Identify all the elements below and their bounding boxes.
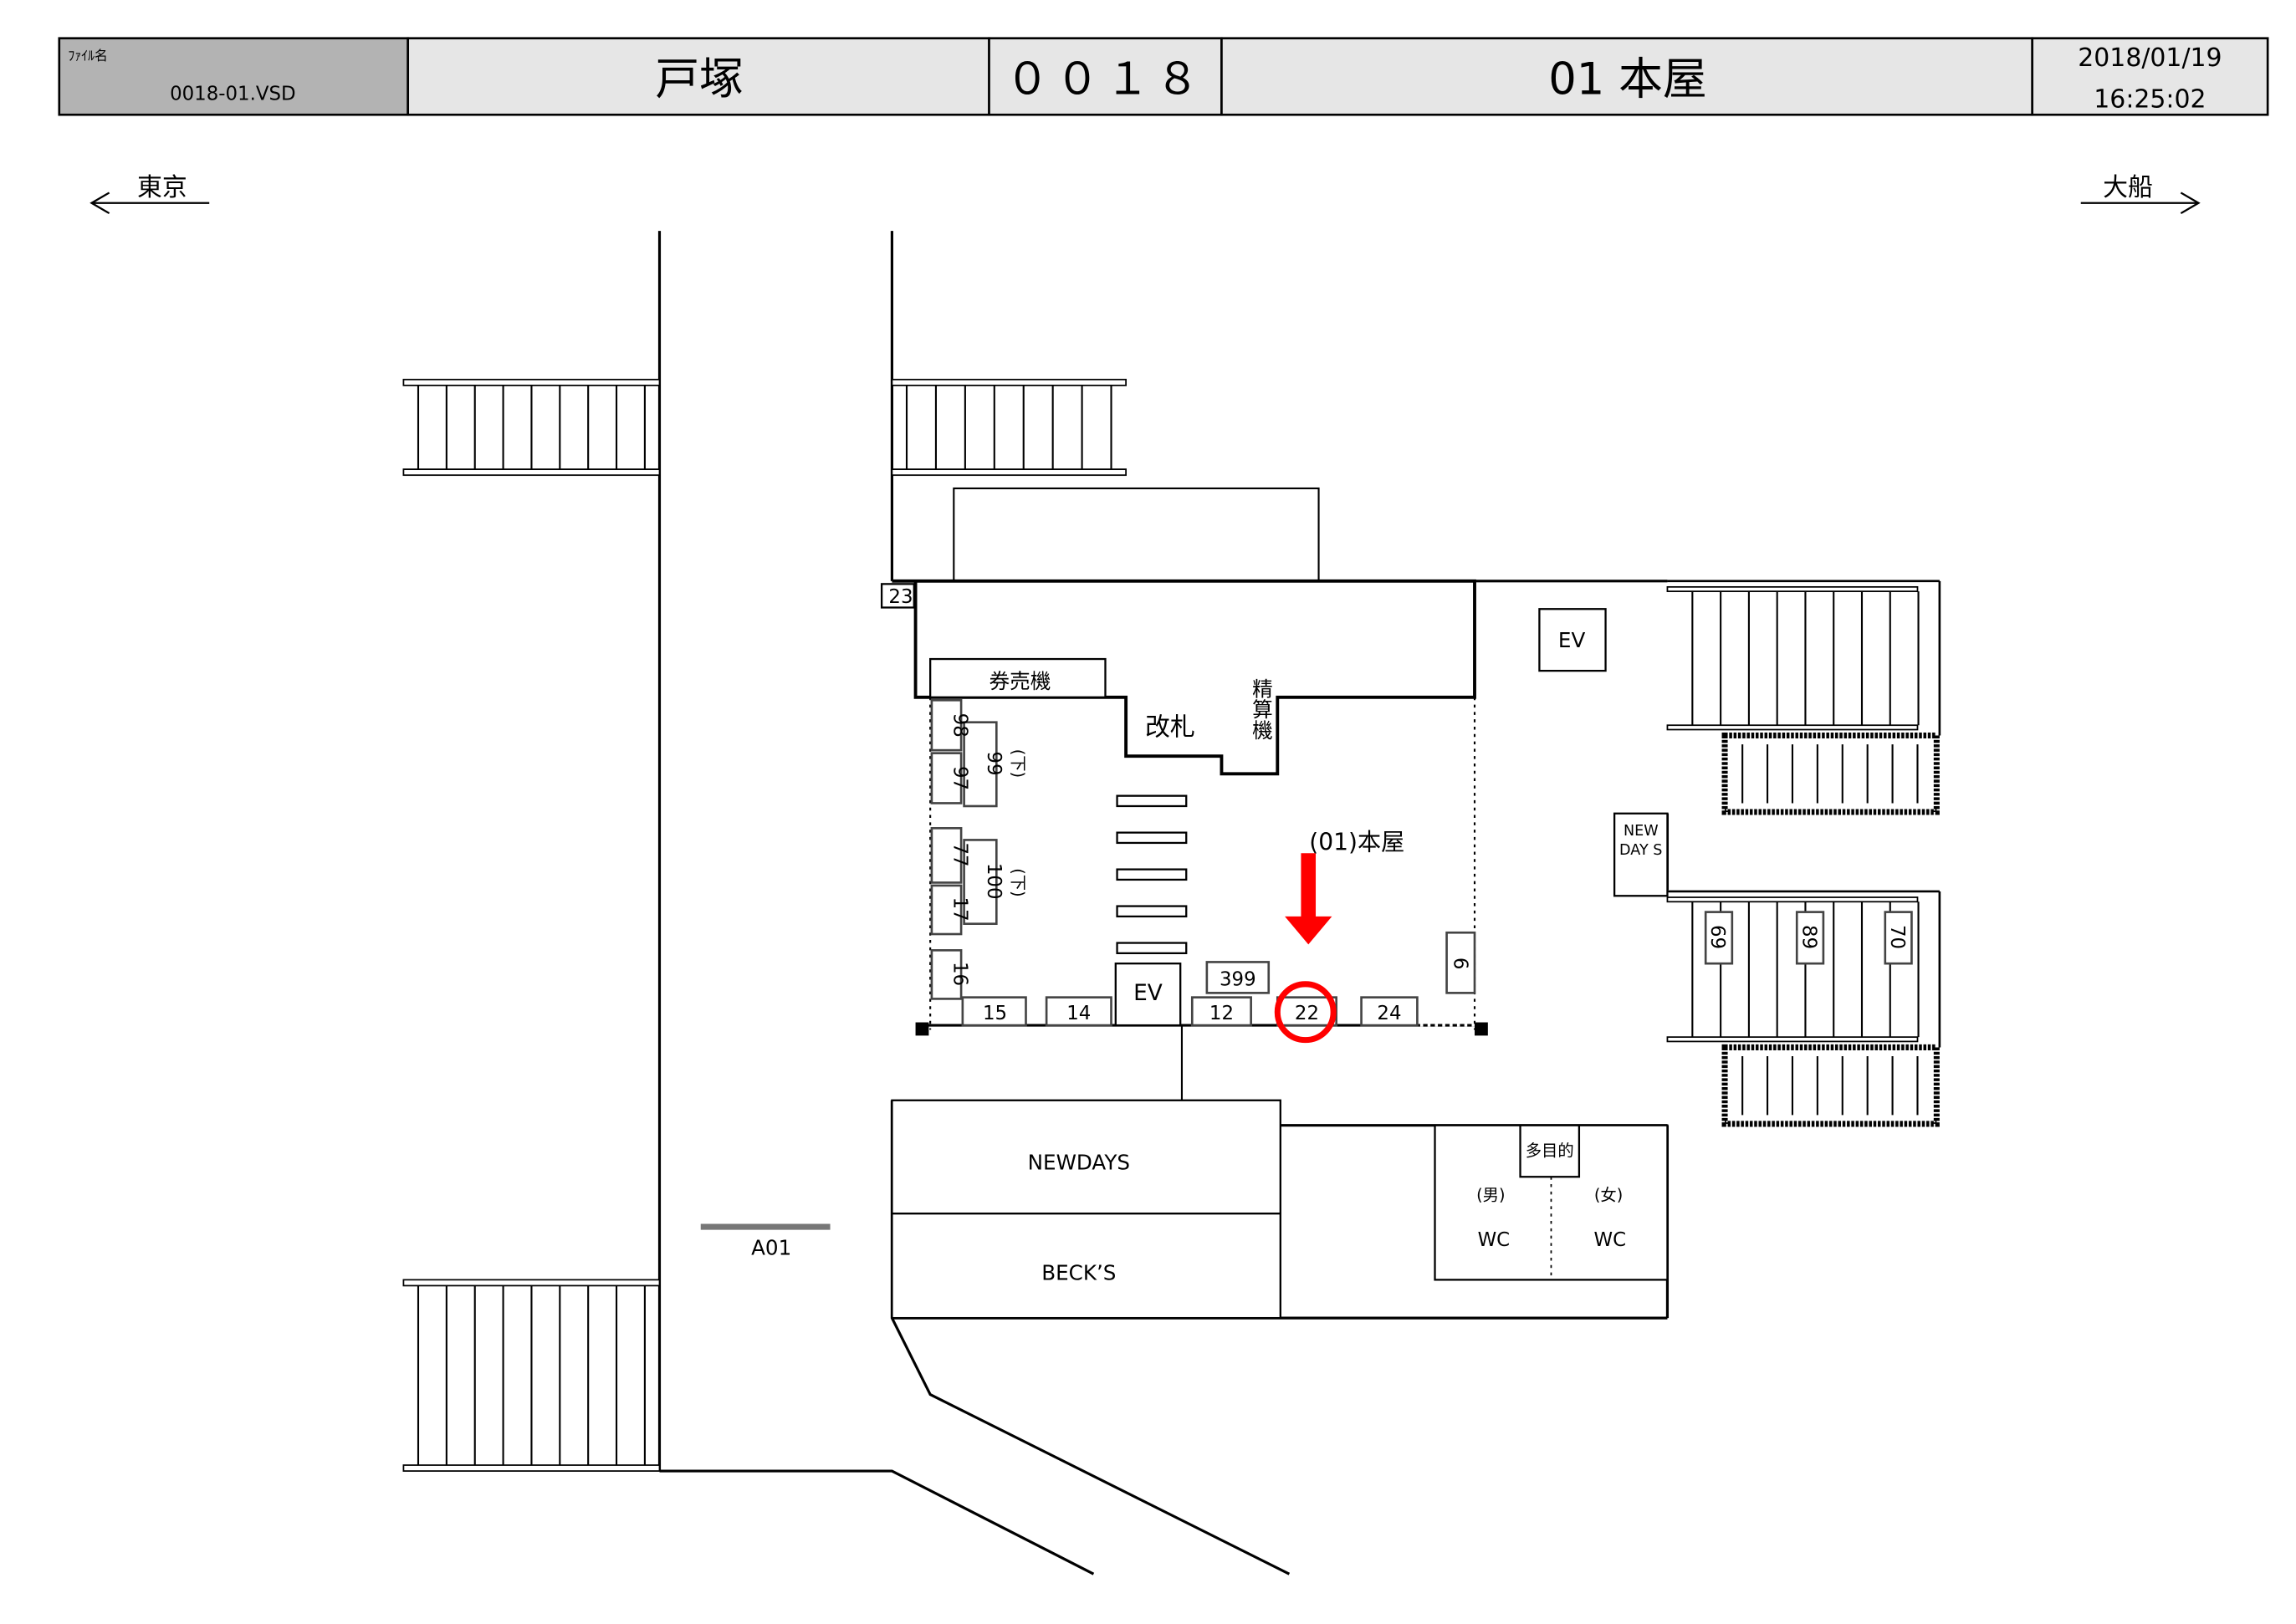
stairs-center-upper-rail <box>891 378 1127 386</box>
wc-women-label: WC <box>1594 1229 1627 1251</box>
code-12: 12 <box>1209 1003 1234 1024</box>
multipurpose-restroom <box>1519 1124 1581 1178</box>
multipurpose-label: 多目的 <box>1526 1141 1574 1161</box>
code-6: 6 <box>1449 958 1470 970</box>
ticket-machine-label: 券売機 <box>989 669 1051 693</box>
target-highlight-circle <box>1274 981 1337 1044</box>
code-15: 15 <box>983 1003 1007 1024</box>
floor-name-cell <box>1220 37 2034 116</box>
code-16: 16 <box>949 962 970 986</box>
women-label: (女) <box>1594 1185 1623 1204</box>
stairs-right-upper-rail <box>1666 724 1919 731</box>
code-399: 399 <box>1220 969 1256 991</box>
file-name: 0018-01.VSD <box>170 84 296 105</box>
gate-lanes <box>1116 794 1188 955</box>
stairs-left-upper-rail <box>402 378 661 386</box>
elevator-main <box>1114 963 1182 1027</box>
stairs-right-lower-rail <box>1666 896 1919 903</box>
code-100-note: (下) <box>1009 868 1028 896</box>
station-code-cell <box>988 37 1223 116</box>
target-arrow-icon <box>1285 853 1332 945</box>
file-label: ﾌｧｲﾙ名 <box>68 48 108 64</box>
men-label: (男) <box>1476 1185 1505 1204</box>
becks-shop <box>891 1213 1281 1320</box>
code-box-23 <box>880 583 915 609</box>
fare-adjust-label: 精算機 <box>1249 678 1273 740</box>
code-24: 24 <box>1377 1003 1401 1024</box>
ev-main-label: EV <box>1133 981 1163 1006</box>
gate-label: 改札 <box>1145 713 1195 743</box>
code-89: 89 <box>1797 925 1819 949</box>
code-22: 22 <box>1295 1003 1319 1024</box>
newdays-label: NEWDAYS <box>1028 1150 1130 1174</box>
staircases <box>402 378 1941 1472</box>
newdays-shop <box>891 1099 1281 1215</box>
stairs-right-lower-escalator <box>1721 1044 1940 1127</box>
code-99: 99 <box>983 751 1005 775</box>
walls <box>657 231 1670 1575</box>
time: 16:25:02 <box>2094 84 2206 114</box>
stairs-right-lower-rail <box>1666 1036 1919 1043</box>
newdays-kiosk <box>1613 812 1669 897</box>
date: 2018/01/19 <box>2078 43 2222 73</box>
stairs-right-upper-escalator <box>1721 733 1940 815</box>
direction-left <box>89 192 210 215</box>
code-100: 100 <box>983 863 1005 900</box>
wc-men-label: WC <box>1478 1229 1511 1251</box>
code-boxes <box>930 698 1913 1027</box>
code-77: 77 <box>949 842 970 866</box>
platform-label: A01 <box>751 1235 791 1259</box>
file-cell <box>58 37 410 116</box>
code-99-note: (下) <box>1009 749 1028 778</box>
ev-right-label: EV <box>1558 628 1586 652</box>
code-98: 98 <box>949 713 970 738</box>
station-name: 戸塚 <box>655 54 744 105</box>
code-14: 14 <box>1066 1003 1091 1024</box>
floor-name: 01 本屋 <box>1548 54 1706 105</box>
stairs-left-upper-rail <box>402 468 661 477</box>
target-label: (01)本屋 <box>1309 829 1404 856</box>
stairs-right-upper-rail <box>1666 585 1919 593</box>
datetime-cell <box>2031 37 2269 116</box>
code-23: 23 <box>888 586 913 608</box>
station-name-cell <box>407 37 990 116</box>
direction-left-label: 東京 <box>137 173 187 202</box>
code-17: 17 <box>949 897 970 922</box>
ticket-machine-area <box>929 657 1107 698</box>
code-69: 69 <box>1706 925 1728 949</box>
header-bar <box>58 37 2269 116</box>
direction-right-label: 大船 <box>2103 173 2153 202</box>
stairs-left-lower-rail <box>402 1464 661 1472</box>
direction-right <box>2080 192 2201 215</box>
code-97: 97 <box>949 766 970 790</box>
becks-label: BECK’S <box>1041 1260 1116 1284</box>
newdays-kiosk-label: NEW DAY S <box>1619 824 1663 860</box>
elevator-right <box>1538 608 1607 672</box>
code-70: 70 <box>1886 925 1908 949</box>
stairs-left-lower-rail <box>402 1279 661 1287</box>
station-code: ００１８ <box>1005 54 1205 105</box>
stairs-center-upper-rail <box>891 468 1127 477</box>
